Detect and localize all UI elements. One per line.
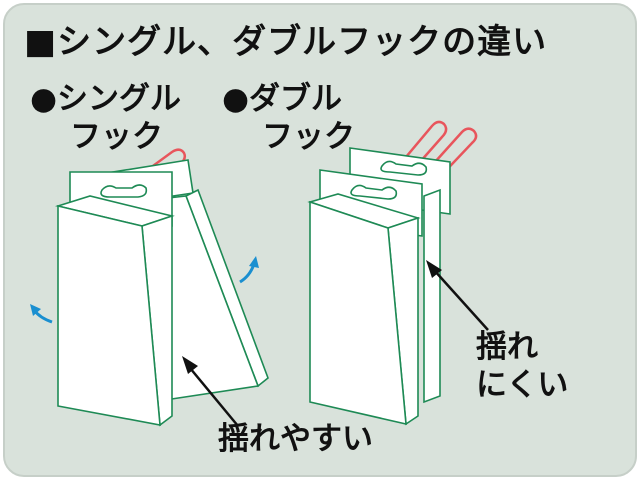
single-hook-label-line2: フック	[70, 119, 163, 155]
double-hook-wire-1	[379, 120, 448, 197]
double-hook-label: ●ダブル フック	[222, 80, 355, 156]
page-title: ■シングル、ダブルフックの違い	[24, 22, 548, 62]
double-hook-illustration	[307, 120, 489, 426]
single-pointer-arrow-head-icon	[182, 356, 198, 374]
double-hook-label-line1: ●ダブル	[222, 81, 343, 117]
double-front-package	[307, 169, 423, 426]
single-hook-label: ●シングル フック	[30, 80, 181, 156]
double-back-hang-hole	[380, 160, 428, 176]
single-front-hang-hole	[100, 184, 148, 198]
double-back-side	[423, 188, 441, 404]
single-front-package	[54, 171, 175, 427]
single-pointer-arrow-line	[189, 367, 239, 427]
double-hook-wire-2	[407, 127, 478, 201]
double-annotation-line1: 揺れ	[476, 329, 538, 365]
double-annotation-line2: にくい	[476, 367, 569, 403]
double-back-package	[349, 147, 451, 404]
single-hook-label-line1: ●シングル	[30, 81, 182, 117]
single-hook-illustration	[30, 148, 269, 427]
sway-arrow-right-head-icon	[249, 256, 259, 268]
double-front-hang-hole	[350, 184, 398, 200]
single-front-face	[57, 204, 161, 426]
sway-arrow-left-head-icon	[30, 304, 41, 316]
double-pointer-arrow-line	[433, 269, 489, 331]
double-hook-label-line2: フック	[262, 119, 355, 155]
double-annotation: 揺れ にくい	[476, 328, 568, 404]
double-pointer-arrow-head-icon	[426, 260, 442, 278]
single-annotation: 揺れやすい	[218, 421, 373, 457]
double-front-face	[309, 200, 407, 426]
